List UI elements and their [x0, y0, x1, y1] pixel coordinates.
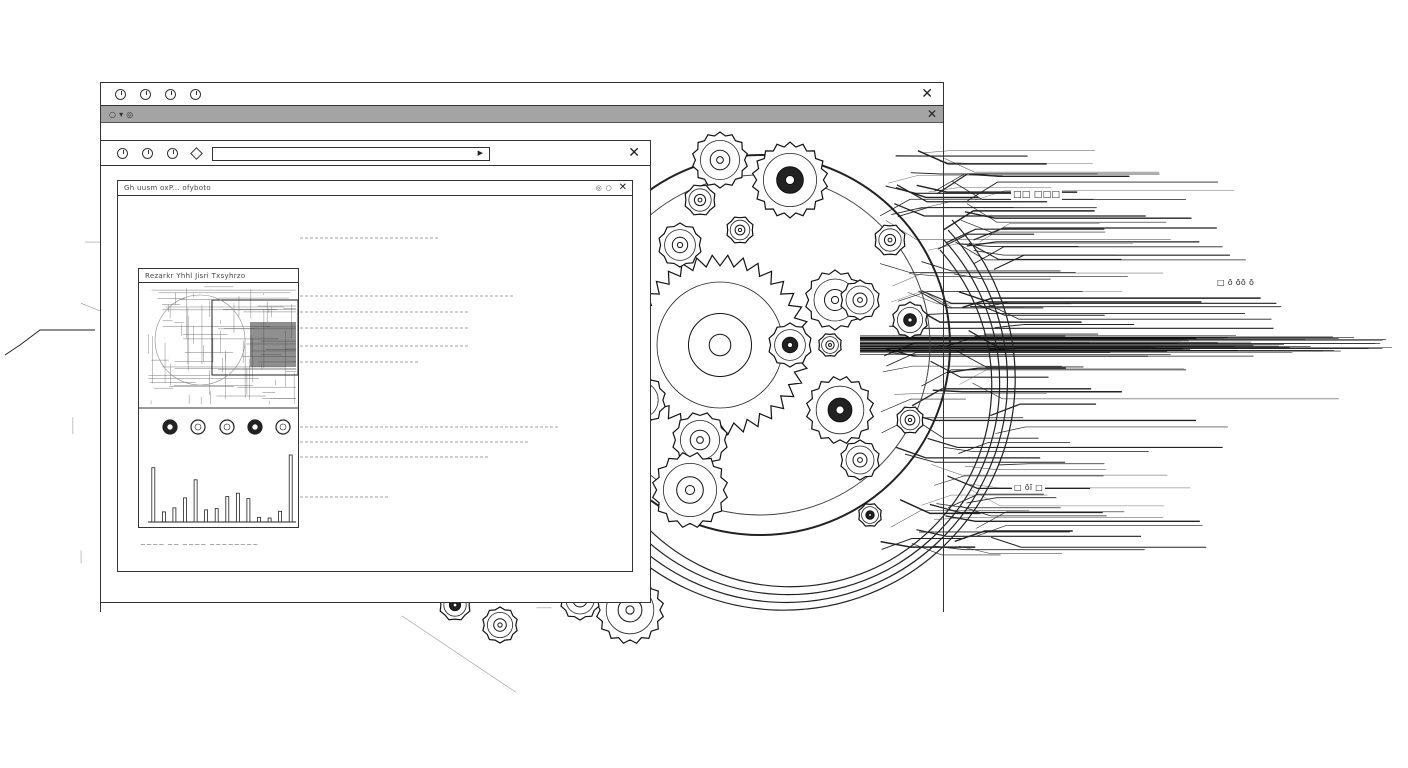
gear-icon [726, 216, 754, 244]
gear-icon [840, 439, 880, 481]
back-window-toolbar: ○ ▾ ◎ ✕ [101, 106, 943, 123]
callout-1: □□ □□□ [1011, 190, 1063, 200]
gear-icon [892, 301, 928, 339]
chart-window-titlebar: Rezarkr Yhhl Jisri Txsyhrzo [139, 269, 298, 283]
compass-icon[interactable] [165, 88, 176, 100]
panel-control-2[interactable]: ○ [605, 184, 612, 192]
content-panel: Gh uusm oxP... ofyboto ◎ ○ ✕ [117, 180, 633, 572]
gear-icon [751, 141, 829, 219]
gauge-icon[interactable] [142, 147, 153, 159]
front-window-titlebar: ▶ ✕ [101, 141, 650, 166]
gear-icon [691, 131, 749, 189]
toolbar-close-button[interactable]: ✕ [926, 107, 937, 121]
callout-2: □ ō ōō ō [1215, 278, 1257, 287]
circle-icon[interactable] [167, 147, 178, 159]
panel-title: Gh uusm oxP... ofyboto [124, 184, 212, 192]
gear-icon [768, 322, 812, 368]
gear-icon [672, 412, 728, 468]
chart-footer: ~~~~ ~~ ~~~~ ~~~~~~~~ [140, 541, 259, 549]
chart-window: Rezarkr Yhhl Jisri Txsyhrzo [138, 268, 299, 528]
gear-icon [805, 375, 875, 445]
back-window: ✕ ○ ▾ ◎ ✕ [100, 82, 944, 612]
callout-3: □ ōī □ [1012, 483, 1046, 492]
go-button[interactable]: ▶ [477, 149, 483, 157]
gear-icon [482, 606, 518, 644]
panel-titlebar: Gh uusm oxP... ofyboto ◎ ○ ✕ [118, 181, 632, 196]
front-window-close-button[interactable]: ✕ [628, 145, 640, 161]
menu-icon[interactable] [115, 88, 126, 100]
gear-icon [840, 279, 880, 321]
clock-icon[interactable] [140, 88, 151, 100]
gear-icon [874, 224, 906, 256]
gear-icon [818, 333, 842, 357]
toolbar-controls[interactable]: ○ ▾ ◎ [109, 109, 134, 119]
gear-icon [651, 451, 729, 529]
address-field[interactable]: ▶ [212, 147, 490, 161]
chart-window-title: Rezarkr Yhhl Jisri Txsyhrzo [145, 271, 246, 280]
gear-icon [896, 406, 924, 434]
panel-close-button[interactable]: ✕ [618, 182, 627, 193]
back-window-close-button[interactable]: ✕ [921, 86, 933, 102]
gear-icon [858, 503, 882, 527]
gear-icon [684, 184, 716, 216]
info-icon[interactable] [190, 88, 201, 100]
panel-control-1[interactable]: ◎ [595, 184, 602, 192]
back-window-titlebar: ✕ [101, 83, 943, 106]
diamond-icon[interactable] [190, 146, 203, 160]
gear-icon [658, 222, 702, 268]
minus-circle-icon[interactable] [117, 147, 128, 159]
gear-icon [629, 254, 811, 436]
